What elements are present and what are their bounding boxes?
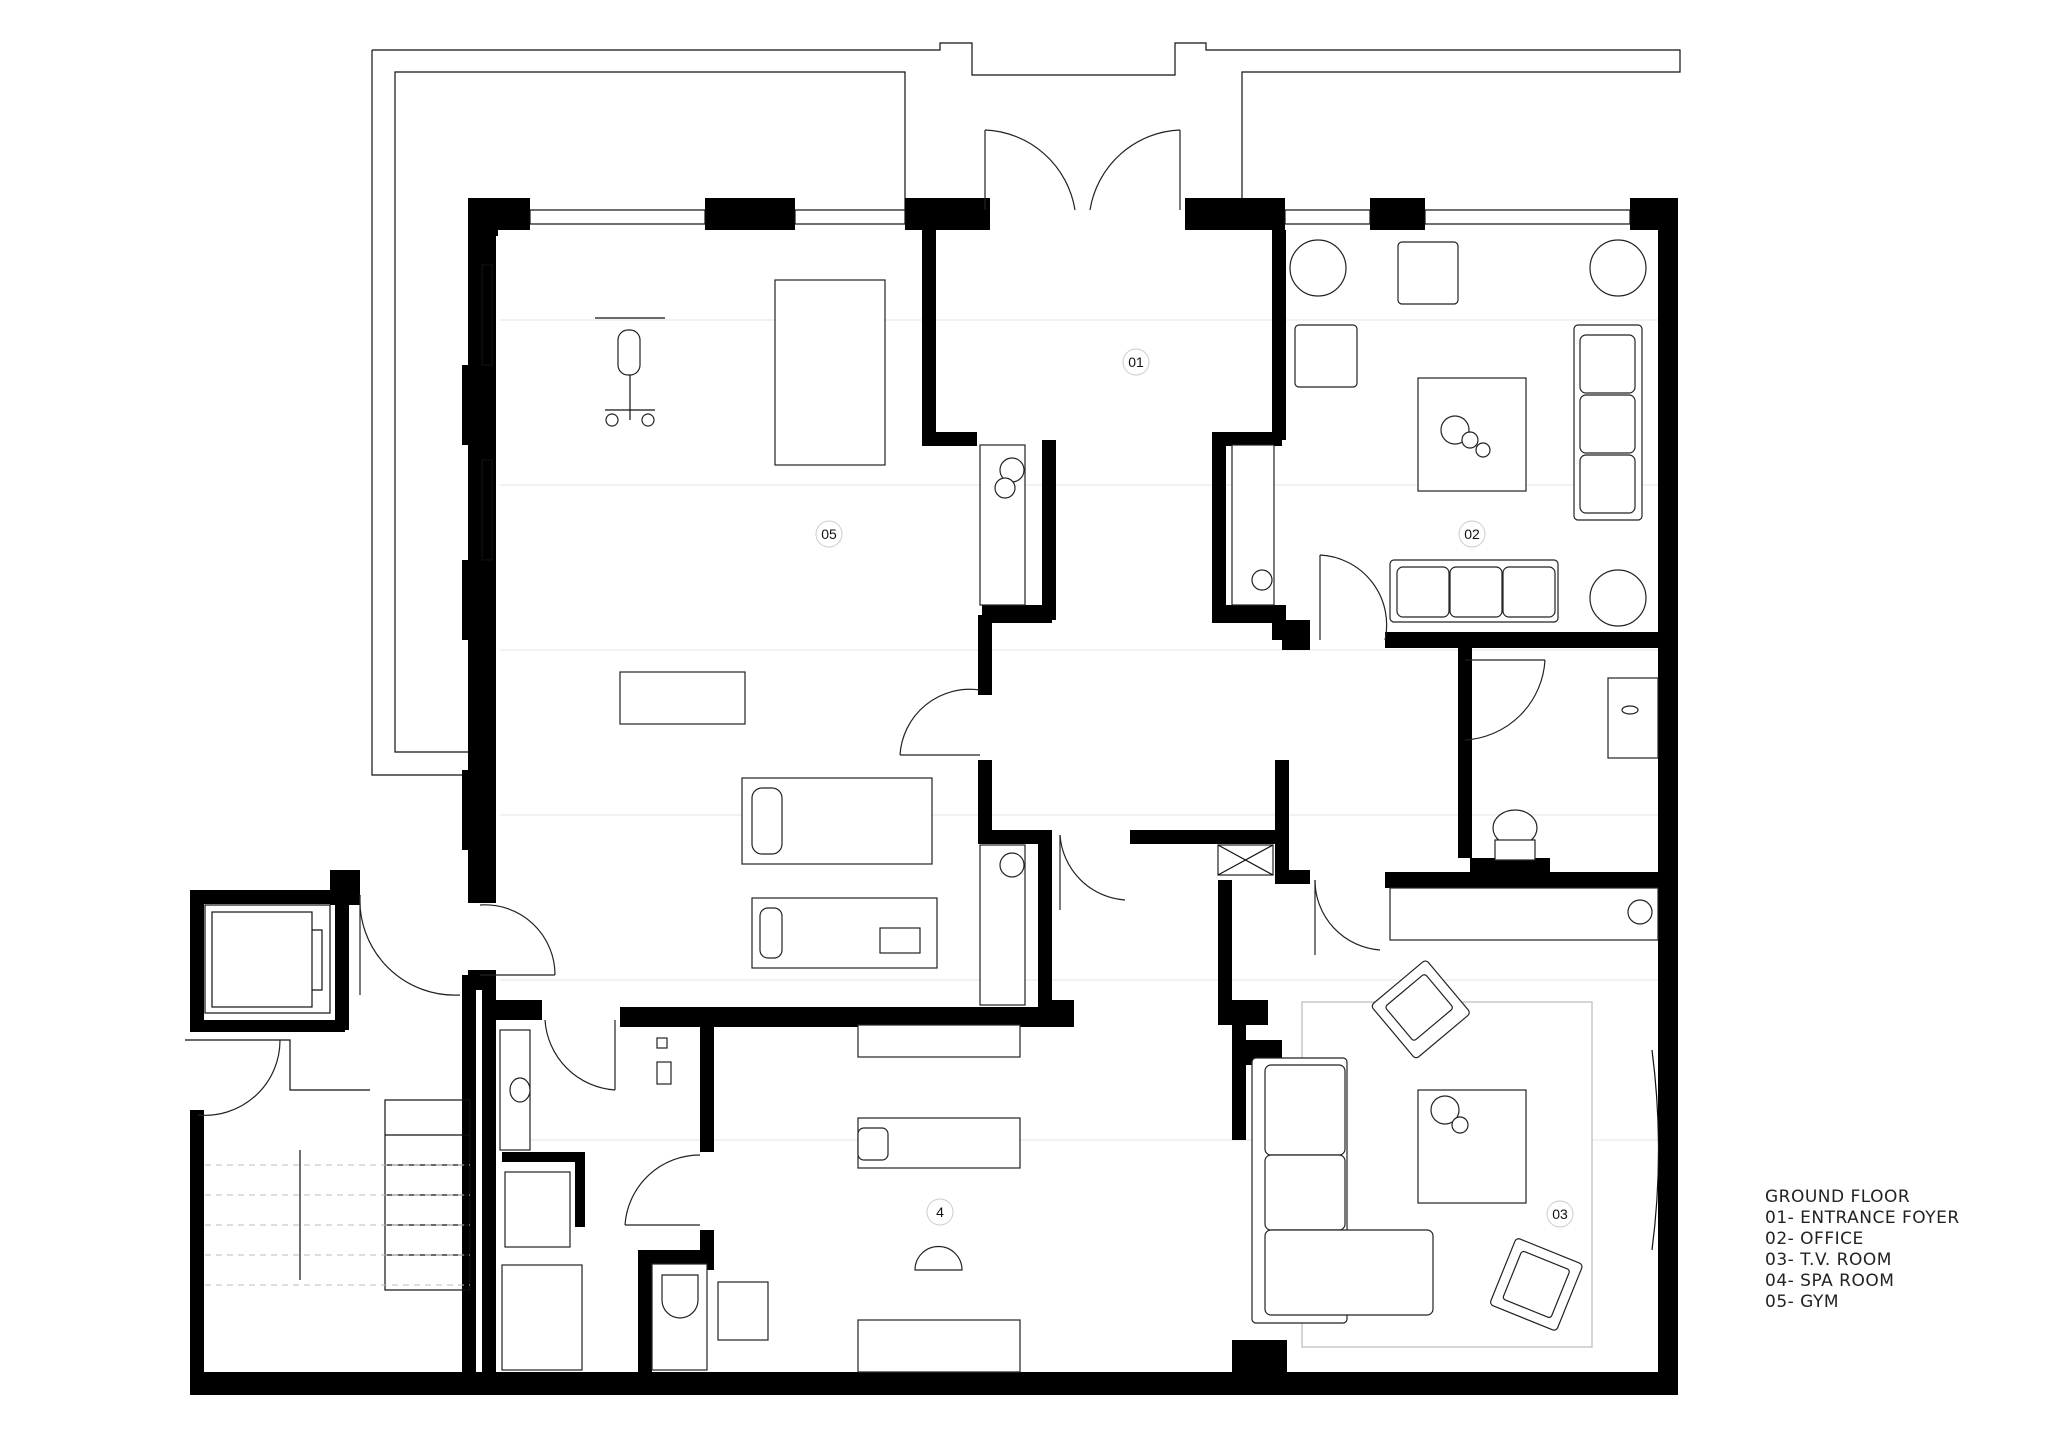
walls [190,198,1678,1395]
room-marker-01 [1122,348,1150,376]
legend: GROUND FLOOR 01- ENTRANCE FOYER 02- OFFI… [1765,1187,1960,1312]
legend-item: 05- GYM [1765,1292,1839,1312]
room-label-05: 05 [821,526,837,542]
room-marker-04 [926,1198,954,1226]
doors [197,129,1546,1226]
room-labels: 01 02 03 4 05 [815,348,1574,1228]
spa-furniture [499,1024,1021,1373]
legend-item: 04- SPA ROOM [1765,1271,1894,1291]
room-label-02: 02 [1464,526,1480,542]
elevator [204,904,331,1014]
room-marker-05 [815,520,843,548]
tv-room-furniture [1251,887,1660,1348]
legend-item: 01- ENTRANCE FOYER [1765,1208,1960,1228]
floor-pattern [500,319,1660,1141]
room-label-03: 03 [1552,1206,1568,1222]
legend-item: 02- OFFICE [1765,1229,1864,1249]
room-marker-03 [1546,1200,1574,1228]
gym-equipment [595,279,1026,1006]
room-label-01: 01 [1128,354,1144,370]
legend-title: GROUND FLOOR [1765,1187,1910,1207]
staircase [205,1099,471,1291]
wc-fixtures [1217,677,1659,876]
legend-item: 03- T.V. ROOM [1765,1250,1892,1270]
room-label-04: 4 [936,1204,944,1220]
room-marker-02 [1458,520,1486,548]
office-furniture [1231,239,1647,627]
terrace-outline [185,42,1681,1091]
